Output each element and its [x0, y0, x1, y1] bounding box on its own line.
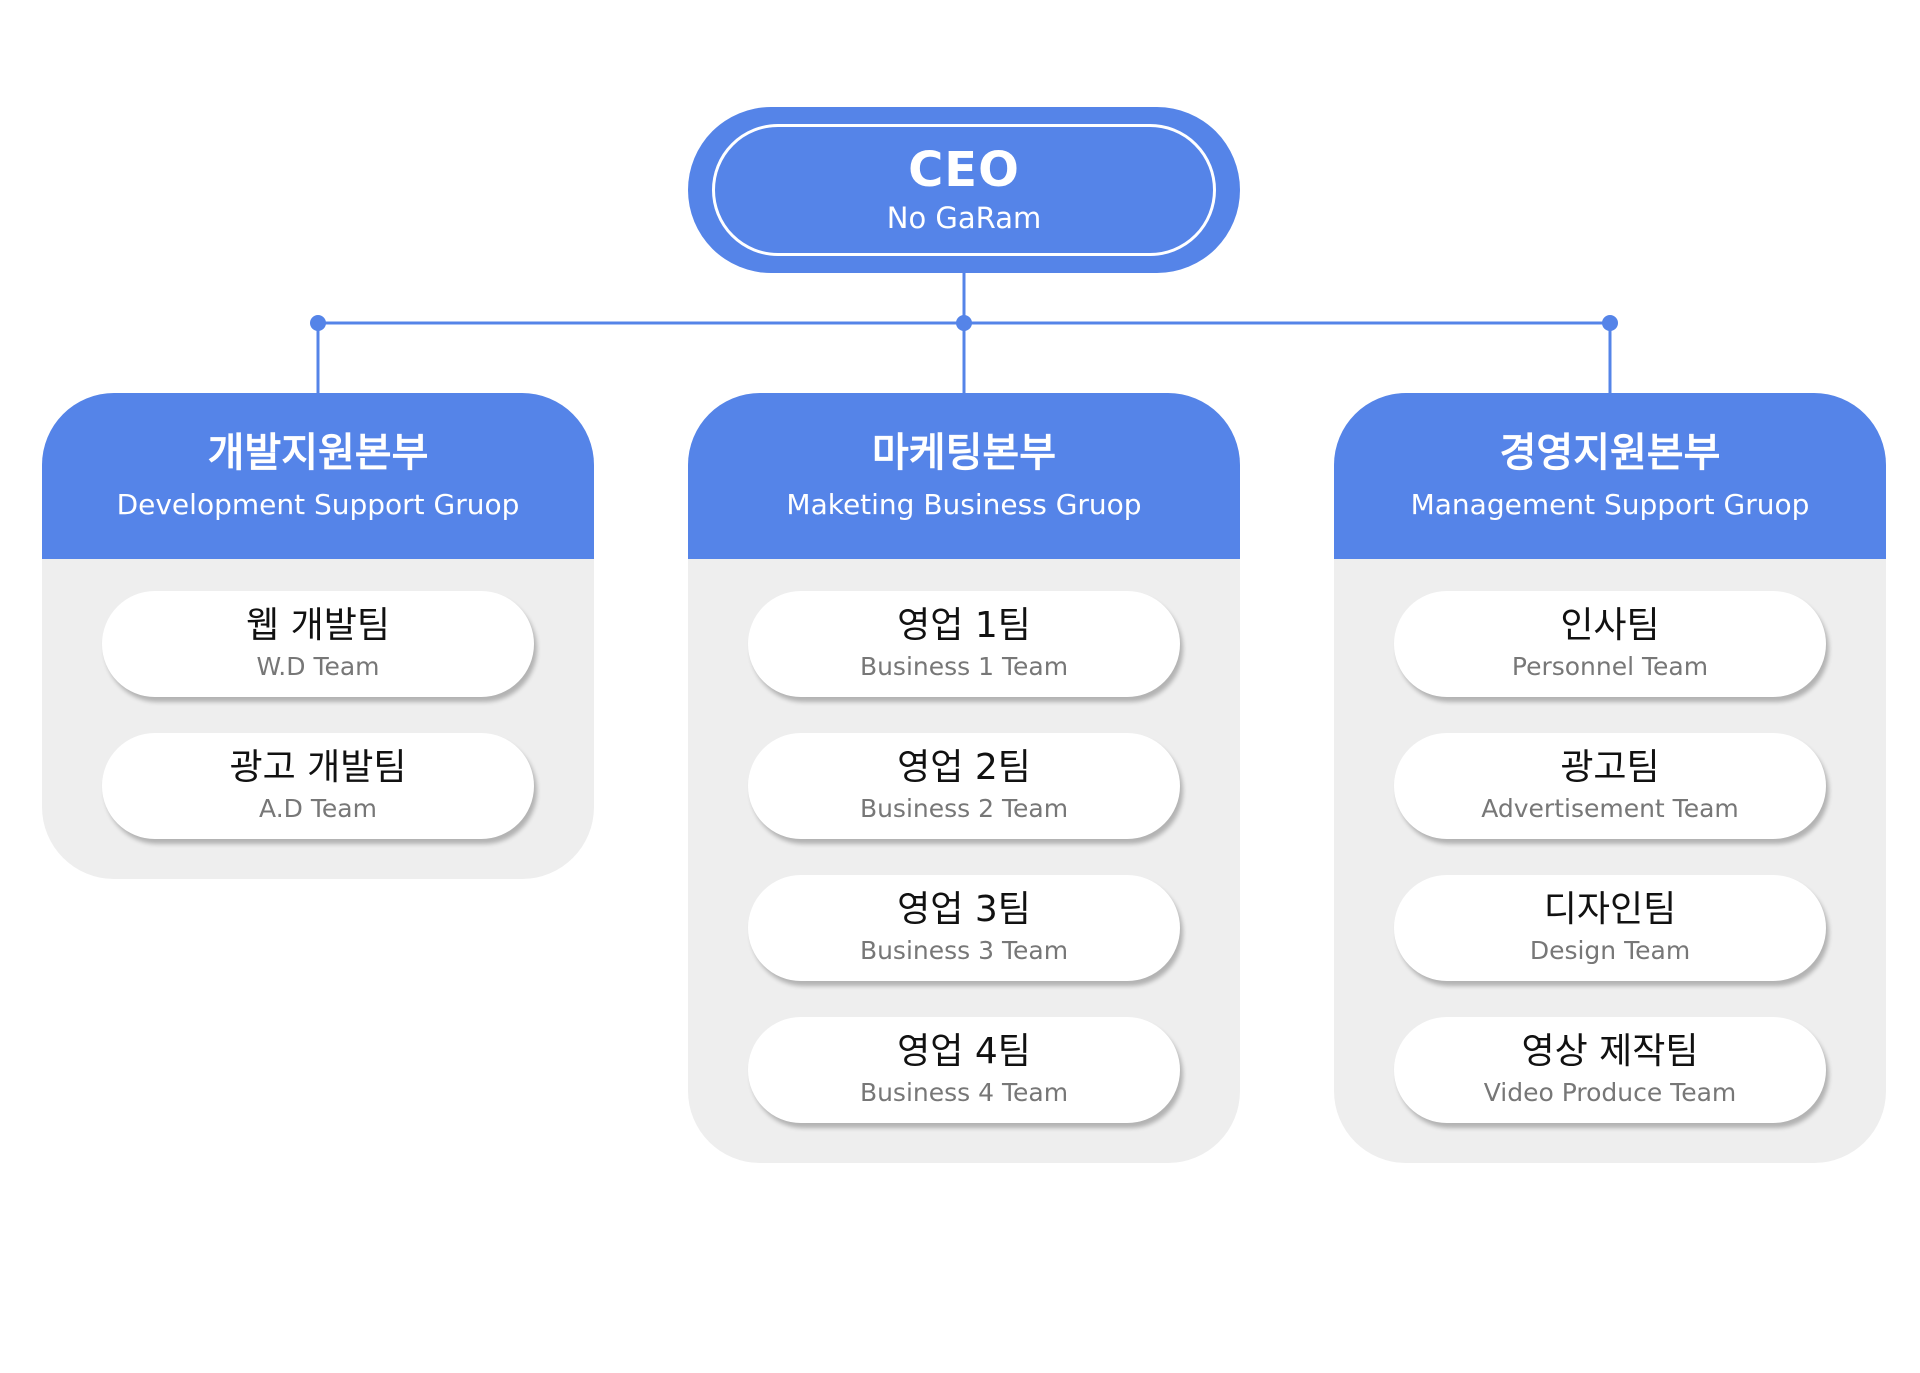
group-management: 경영지원본부 Management Support Gruop 인사팀 Pers…: [1334, 393, 1886, 1163]
group-title-en: Development Support Gruop: [116, 488, 520, 521]
team-name-ko: 영상 제작팀: [1521, 1031, 1699, 1072]
group-title-ko: 경영지원본부: [1499, 430, 1721, 476]
ceo-node: CEO No GaRam: [688, 107, 1240, 273]
team-card-business-3: 영업 3팀 Business 3 Team: [748, 875, 1180, 981]
team-name-ko: 영업 3팀: [897, 889, 1031, 930]
group-development: 개발지원본부 Development Support Gruop 웹 개발팀 W…: [42, 393, 594, 879]
group-header: 개발지원본부 Development Support Gruop: [42, 393, 594, 559]
junction-dot-management: [1602, 315, 1618, 331]
team-name-ko: 영업 1팀: [897, 605, 1031, 646]
team-card-advertisement: 광고팀 Advertisement Team: [1394, 733, 1826, 839]
team-name-ko: 인사팀: [1560, 605, 1660, 646]
group-header: 마케팅본부 Maketing Business Gruop: [688, 393, 1240, 559]
team-card-web-dev: 웹 개발팀 W.D Team: [102, 591, 534, 697]
team-list: 웹 개발팀 W.D Team 광고 개발팀 A.D Team: [42, 559, 594, 879]
team-card-business-2: 영업 2팀 Business 2 Team: [748, 733, 1180, 839]
team-name-en: Design Team: [1529, 936, 1691, 965]
team-card-design: 디자인팀 Design Team: [1394, 875, 1826, 981]
team-name-en: Business 4 Team: [859, 1078, 1069, 1107]
junction-dot-marketing: [956, 315, 972, 331]
group-title-en: Maketing Business Gruop: [786, 488, 1142, 521]
group-marketing: 마케팅본부 Maketing Business Gruop 영업 1팀 Busi…: [688, 393, 1240, 1163]
team-list: 인사팀 Personnel Team 광고팀 Advertisement Tea…: [1334, 559, 1886, 1163]
team-name-en: Advertisement Team: [1481, 794, 1739, 823]
ceo-title: CEO: [908, 142, 1020, 198]
team-card-video-produce: 영상 제작팀 Video Produce Team: [1394, 1017, 1826, 1123]
group-title-en: Management Support Gruop: [1410, 488, 1810, 521]
team-name-en: A.D Team: [259, 794, 377, 823]
team-card-ad-dev: 광고 개발팀 A.D Team: [102, 733, 534, 839]
team-name-ko: 광고팀: [1560, 747, 1660, 788]
team-list: 영업 1팀 Business 1 Team 영업 2팀 Business 2 T…: [688, 559, 1240, 1163]
group-header: 경영지원본부 Management Support Gruop: [1334, 393, 1886, 559]
team-name-en: W.D Team: [256, 652, 380, 681]
team-name-ko: 영업 2팀: [897, 747, 1031, 788]
ceo-name: No GaRam: [886, 201, 1042, 235]
team-name-en: Video Produce Team: [1483, 1078, 1737, 1107]
group-title-ko: 개발지원본부: [207, 430, 429, 476]
junction-dot-development: [310, 315, 326, 331]
team-name-ko: 디자인팀: [1543, 889, 1677, 930]
team-card-business-4: 영업 4팀 Business 4 Team: [748, 1017, 1180, 1123]
team-card-business-1: 영업 1팀 Business 1 Team: [748, 591, 1180, 697]
group-title-ko: 마케팅본부: [872, 430, 1056, 476]
ceo-node-inner: CEO No GaRam: [712, 124, 1216, 256]
team-name-en: Business 2 Team: [859, 794, 1069, 823]
team-name-ko: 웹 개발팀: [246, 605, 390, 646]
team-name-ko: 광고 개발팀: [229, 747, 407, 788]
team-name-en: Business 1 Team: [859, 652, 1069, 681]
team-name-en: Business 3 Team: [859, 936, 1069, 965]
team-name-en: Personnel Team: [1511, 652, 1709, 681]
team-name-ko: 영업 4팀: [897, 1031, 1031, 1072]
team-card-personnel: 인사팀 Personnel Team: [1394, 591, 1826, 697]
